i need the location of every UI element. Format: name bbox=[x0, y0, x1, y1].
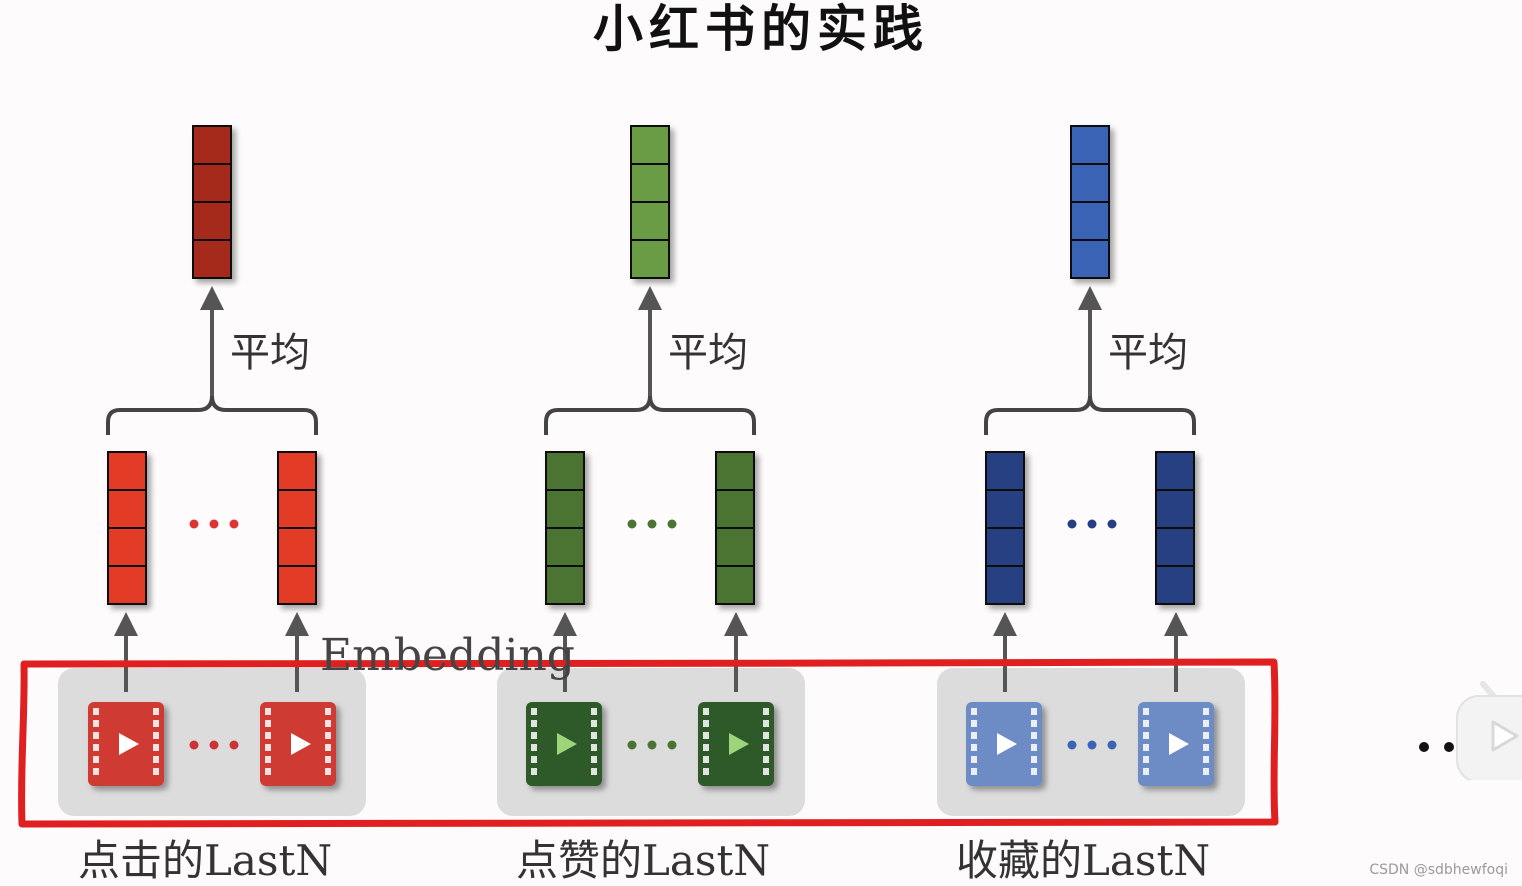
play-icon bbox=[997, 733, 1017, 755]
video-icon-like-1 bbox=[526, 702, 602, 786]
play-icon bbox=[729, 733, 749, 755]
item-vector-like-1 bbox=[545, 451, 585, 605]
avg-label-click: 平均 bbox=[230, 330, 310, 376]
ellipsis-icon bbox=[189, 519, 239, 529]
play-icon bbox=[557, 733, 577, 755]
ellipsis-icon bbox=[627, 740, 677, 750]
group-like bbox=[497, 125, 805, 816]
page-title: 小红书的实践 bbox=[593, 0, 929, 58]
video-icon-favorite-n bbox=[1138, 702, 1214, 786]
group-label-click: 点击的LastN bbox=[78, 836, 333, 885]
group-label-favorite: 收藏的LastN bbox=[956, 836, 1211, 885]
video-icon-like-n bbox=[698, 702, 774, 786]
ellipsis-icon bbox=[1067, 519, 1117, 529]
ellipsis-icon bbox=[189, 740, 239, 750]
highlight-box bbox=[18, 658, 1279, 828]
group-click bbox=[58, 125, 366, 816]
item-vector-like-n bbox=[715, 451, 755, 605]
tv-logo-icon bbox=[1456, 681, 1522, 780]
video-icon-click-1 bbox=[88, 702, 164, 786]
brace-favorite bbox=[984, 395, 1196, 435]
video-icon-click-n bbox=[260, 702, 336, 786]
watermark: CSDN @sdbhewfoqi bbox=[1369, 862, 1508, 878]
avg-label-favorite: 平均 bbox=[1108, 330, 1188, 376]
video-icon-favorite-1 bbox=[966, 702, 1042, 786]
avg-label-like: 平均 bbox=[668, 330, 748, 376]
brace-click bbox=[106, 395, 318, 435]
item-vector-click-1 bbox=[107, 451, 147, 605]
brace-like bbox=[544, 395, 756, 435]
avg-vector-click bbox=[192, 125, 232, 279]
avg-vector-like bbox=[630, 125, 670, 279]
ellipsis-icon bbox=[627, 519, 677, 529]
play-icon bbox=[119, 733, 139, 755]
play-icon bbox=[1169, 733, 1189, 755]
embedding-label: Embedding bbox=[320, 630, 575, 681]
item-vector-favorite-n bbox=[1155, 451, 1195, 605]
avg-vector-favorite bbox=[1070, 125, 1110, 279]
play-icon bbox=[291, 733, 311, 755]
group-label-like: 点赞的LastN bbox=[516, 836, 771, 885]
item-vector-click-n bbox=[277, 451, 317, 605]
ellipsis-icon bbox=[1067, 740, 1117, 750]
group-favorite bbox=[937, 125, 1245, 816]
item-vector-favorite-1 bbox=[985, 451, 1025, 605]
